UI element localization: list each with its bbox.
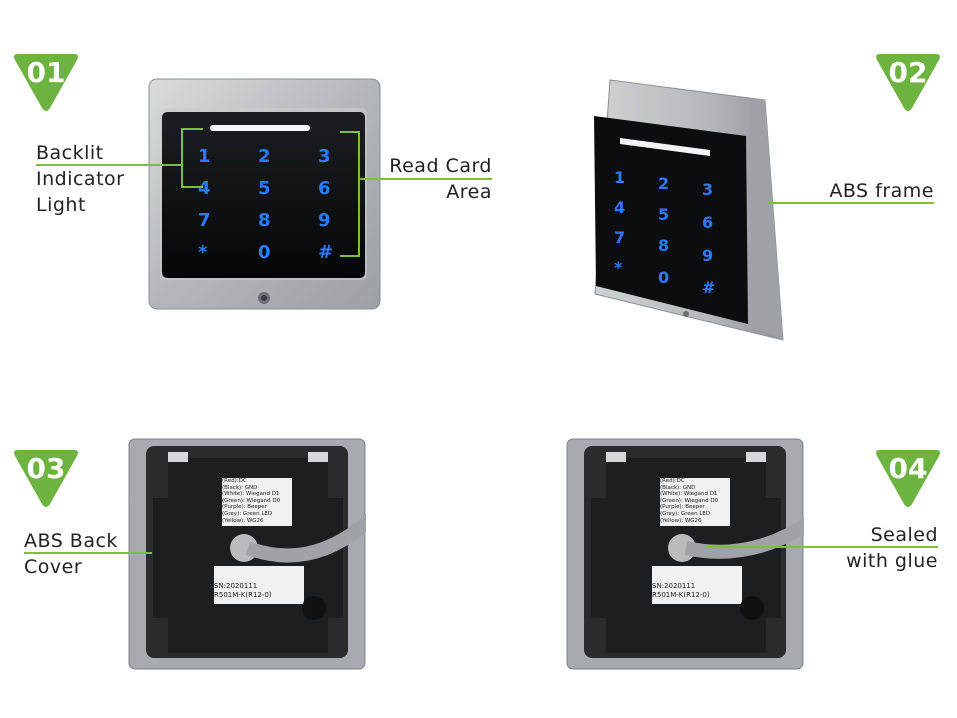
callout-sealed-line1: Sealed (870, 524, 938, 546)
wire-yellow-04: (Yellow): WG26 (660, 517, 702, 524)
angled-key-0: 0 (658, 268, 670, 287)
badge-01-label: 01 (26, 56, 66, 89)
angled-key-4: 4 (614, 198, 626, 217)
model-number: R501M-K(R12-0) (214, 591, 272, 599)
key-9: 9 (318, 210, 331, 231)
wire-white-04: (White): Wiegand D1 (660, 491, 718, 498)
callout-read-card: Read Card Area (380, 153, 492, 205)
serial-label-04: SN:2020111 R501M-K(R12-0) (652, 582, 742, 600)
read-bracket-bottom (340, 255, 360, 257)
serial-label-03: SN:2020111 R501M-K(R12-0) (214, 582, 304, 600)
serial-number: SN:2020111 (214, 582, 258, 590)
angled-key-5: 5 (658, 205, 670, 224)
callout-abs-back-line1: ABS Back (24, 530, 118, 552)
wire-green-04: (Green): Wiegand D0 (660, 497, 719, 504)
key-0: 0 (258, 242, 271, 263)
callout-abs-frame-line1: ABS frame (829, 180, 934, 202)
key-6: 6 (318, 178, 331, 199)
wire-black: (Black): GND (222, 484, 258, 491)
wire-grey: (Grey): Green LED (222, 510, 273, 517)
key-3: 3 (318, 146, 331, 167)
backlit-leader-line (36, 164, 182, 166)
callout-backlit-line2: Indicator (36, 168, 125, 190)
callout-backlit: Backlit Indicator Light (36, 140, 124, 218)
badge-04: 04 (872, 446, 944, 510)
badge-03: 03 (10, 446, 82, 510)
front-view-image (148, 78, 381, 310)
read-leader-line (358, 178, 492, 180)
key-8: 8 (258, 210, 271, 231)
angled-view-image (590, 78, 785, 343)
angled-key-hash: # (702, 278, 716, 297)
sealed-leader-line (706, 546, 938, 548)
wire-red-04: (Red):DC (660, 478, 685, 484)
back-cover-image (128, 438, 406, 670)
angled-key-1: 1 (614, 168, 626, 187)
key-hash: # (318, 242, 334, 263)
badge-03-label: 03 (26, 452, 66, 485)
key-7: 7 (198, 210, 211, 231)
wire-green: (Green): Wiegand D0 (222, 497, 281, 504)
angled-key-3: 3 (702, 180, 714, 199)
angled-keypad: 1 2 3 4 5 6 7 8 9 * 0 # (590, 78, 785, 343)
callout-read-card-line2: Area (446, 181, 492, 203)
serial-number-04: SN:2020111 (652, 582, 696, 590)
callout-backlit-line1: Backlit (36, 142, 104, 164)
wire-purple-04: (Purple): Beeper (660, 504, 705, 511)
read-bracket-top (340, 131, 360, 133)
key-4: 4 (198, 178, 211, 199)
callout-abs-frame: ABS frame (800, 178, 934, 204)
wire-grey-04: (Grey): Green LED (660, 510, 711, 517)
angled-key-star: * (614, 258, 623, 277)
badge-04-label: 04 (888, 452, 928, 485)
key-star: * (198, 242, 208, 263)
backlit-bracket-top (181, 128, 203, 130)
callout-backlit-line3: Light (36, 194, 86, 216)
key-5: 5 (258, 178, 271, 199)
key-1: 1 (198, 146, 211, 167)
front-keypad: 1 2 3 4 5 6 7 8 9 * 0 # (148, 78, 381, 310)
wire-purple: (Purple): Beeper (222, 504, 267, 511)
badge-02: 02 (872, 50, 944, 114)
back-label-03: (Red):DC (Black): GND (White): Wiegand D… (222, 478, 292, 524)
callout-sealed-line2: with glue (846, 550, 938, 572)
angled-key-6: 6 (702, 213, 714, 232)
read-bracket-vertical (358, 131, 360, 257)
badge-01: 01 (10, 50, 82, 114)
badge-02-label: 02 (888, 56, 928, 89)
angled-key-9: 9 (702, 246, 714, 265)
callout-sealed: Sealed with glue (820, 522, 938, 574)
wire-yellow: (Yellow): WG26 (222, 517, 264, 524)
callout-abs-back: ABS Back Cover (24, 528, 118, 580)
wire-black-04: (Black): GND (660, 484, 696, 491)
angled-key-8: 8 (658, 236, 670, 255)
wire-red: (Red):DC (222, 478, 247, 484)
backlit-bracket-bottom (181, 186, 203, 188)
back-label-04: (Red):DC (Black): GND (White): Wiegand D… (660, 478, 730, 524)
key-2: 2 (258, 146, 271, 167)
sealed-back-image (566, 438, 862, 670)
angled-key-2: 2 (658, 174, 670, 193)
callout-abs-back-line2: Cover (24, 556, 83, 578)
backlit-bracket-vertical (181, 128, 183, 188)
model-number-04: R501M-K(R12-0) (652, 591, 710, 599)
abs-back-leader-line (24, 552, 152, 554)
wire-white: (White): Wiegand D1 (222, 491, 280, 498)
callout-read-card-line1: Read Card (389, 155, 492, 177)
abs-frame-leader-line (768, 202, 934, 204)
angled-key-7: 7 (614, 228, 626, 247)
